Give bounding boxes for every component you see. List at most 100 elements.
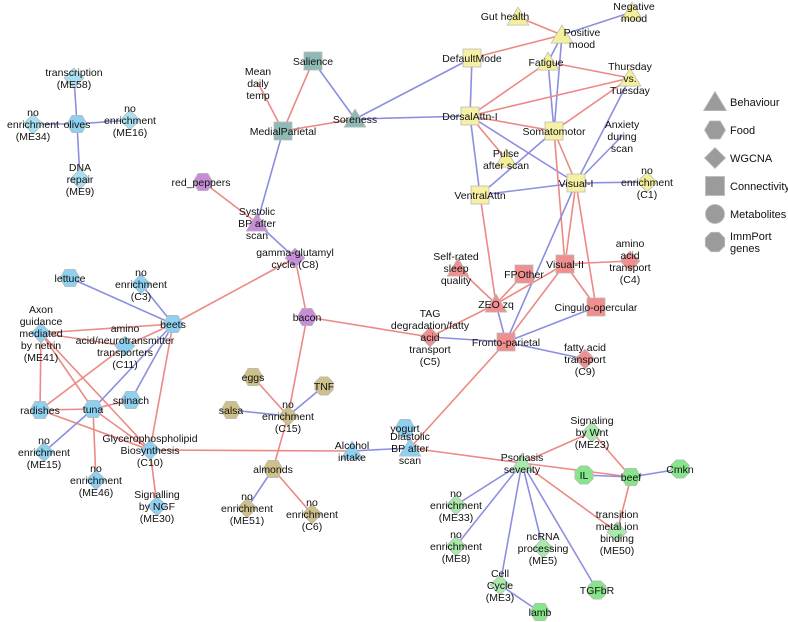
node-eggs-hexagon xyxy=(242,367,264,387)
node-label-line: enrichment xyxy=(621,177,673,189)
node-label-line: Axon xyxy=(29,304,53,316)
edge-tuna-noenrME46 xyxy=(92,408,97,481)
node-label-bacon: bacon xyxy=(293,312,322,324)
node-label-line: DNA xyxy=(69,162,91,174)
node-label-line: enrichment xyxy=(70,475,122,487)
node-label-line: no xyxy=(135,267,147,279)
edge-dorsalattn-ventralattn xyxy=(469,115,481,196)
edge-fatigue-dorsalattn xyxy=(469,61,549,117)
node-label-line: metal ion xyxy=(596,521,639,533)
edge-soreness-dorsalattn xyxy=(354,115,471,120)
node-fatty-c9-diamond xyxy=(574,348,596,370)
edge-zeo-tag xyxy=(429,303,497,338)
edge-diastolic-psoriasis xyxy=(409,447,523,464)
node-label-line: (ME33) xyxy=(439,512,473,524)
node-lettuce-hexagon xyxy=(59,268,81,288)
node-axon-diamond xyxy=(30,322,52,344)
node-negmood-triangle xyxy=(620,1,644,21)
edge-posmood-somatomotor xyxy=(553,34,563,132)
node-medialparietal-square xyxy=(273,121,293,141)
legend-label-square: Connectivity xyxy=(730,181,788,193)
node-label-line: repair xyxy=(67,174,94,186)
node-label-line: (ME51) xyxy=(230,515,264,527)
node-label-line: acid xyxy=(420,332,439,344)
node-label-line: Fatigue xyxy=(528,57,563,69)
legend-octagon-icon xyxy=(704,231,726,253)
edge-visuali-frontoparietal xyxy=(505,182,577,343)
node-label-transcription: transcription(ME58) xyxy=(45,67,102,91)
node-label-line: TGFbR xyxy=(580,585,615,597)
node-label-almonds: almonds xyxy=(253,464,293,476)
node-label-line: Tuesday xyxy=(610,85,651,97)
node-label-lettuce: lettuce xyxy=(55,273,86,285)
edge-dorsalattn-somatomotor xyxy=(469,115,555,132)
node-almonds-hexagon xyxy=(262,459,284,479)
node-label-line: by Wnt xyxy=(576,427,609,439)
legend-label-line: WGCNA xyxy=(730,153,773,165)
node-label-line: enrichment xyxy=(104,115,156,127)
node-label-visuali: Visual-I xyxy=(559,178,594,190)
node-label-line: Salience xyxy=(293,56,333,68)
edge-ventralattn-visuali xyxy=(479,182,577,196)
node-label-line: enrichment xyxy=(262,411,314,423)
edge-tag-frontoparietal xyxy=(429,336,507,343)
node-label-line: (C5) xyxy=(420,356,440,368)
node-label-spinach: spinach xyxy=(113,395,149,407)
node-label-line: (ME41) xyxy=(24,352,58,364)
node-label-line: DorsalAttn-I xyxy=(442,111,497,123)
edge-psoriasis-transition xyxy=(521,462,618,533)
edge-axon-glycero xyxy=(40,332,151,451)
edge-visualii-zeo xyxy=(495,263,566,305)
node-label-line: beets xyxy=(160,319,186,331)
edge-tuna-glycero xyxy=(92,408,151,451)
node-label-defaultmode: DefaultMode xyxy=(442,53,502,65)
node-label-line: Psoriasis xyxy=(501,452,544,464)
node-label-line: Glycerophospholipid xyxy=(102,433,197,445)
node-label-line: no xyxy=(641,165,653,177)
node-label-line: IL xyxy=(580,470,589,482)
edge-bacon-noenrC15 xyxy=(287,316,308,417)
node-label-line: (ME58) xyxy=(57,79,91,91)
node-label-tgfbr: TGFbR xyxy=(580,585,615,597)
edge-redpeppers-systolic xyxy=(202,181,258,224)
node-label-line: (ME30) xyxy=(140,513,174,525)
edge-frontoparietal-diastolic xyxy=(409,341,507,449)
edge-thursday-dorsalattn xyxy=(469,77,631,117)
node-label-line: transition xyxy=(596,509,639,521)
node-label-radishes: radishes xyxy=(20,405,60,417)
node-label-line: Thursday xyxy=(608,61,653,73)
edge-axon-aminoC11 xyxy=(40,332,126,347)
node-tgfbr-octagon xyxy=(587,580,607,600)
node-bacon-hexagon xyxy=(296,307,318,327)
legend-label-diamond: WGCNA xyxy=(730,153,773,165)
node-noenr-c1-diamond xyxy=(636,171,658,193)
node-label-line: Visual-II xyxy=(546,259,584,271)
node-label-line: lamb xyxy=(529,607,552,619)
node-dorsalattn-square xyxy=(460,106,480,126)
edge-defaultmode-dorsalattn xyxy=(469,57,473,117)
edge-fatigue-thursday xyxy=(547,61,631,79)
node-defaultmode-square xyxy=(462,48,482,68)
node-label-line: TAG xyxy=(420,308,441,320)
node-label-line: scan xyxy=(399,455,421,467)
node-label-line: cycle (C8) xyxy=(271,259,318,271)
node-wnt-diamond xyxy=(581,421,603,443)
edge-beef-transition xyxy=(616,476,632,533)
node-label-line: intake xyxy=(338,452,366,464)
edge-medialparietal-soreness xyxy=(282,118,356,132)
legend-diamond-icon xyxy=(703,147,727,169)
node-label-yogurt: yogurt xyxy=(390,423,419,435)
node-label-line: (C10) xyxy=(137,457,163,469)
node-label-salience: Salience xyxy=(293,56,333,68)
